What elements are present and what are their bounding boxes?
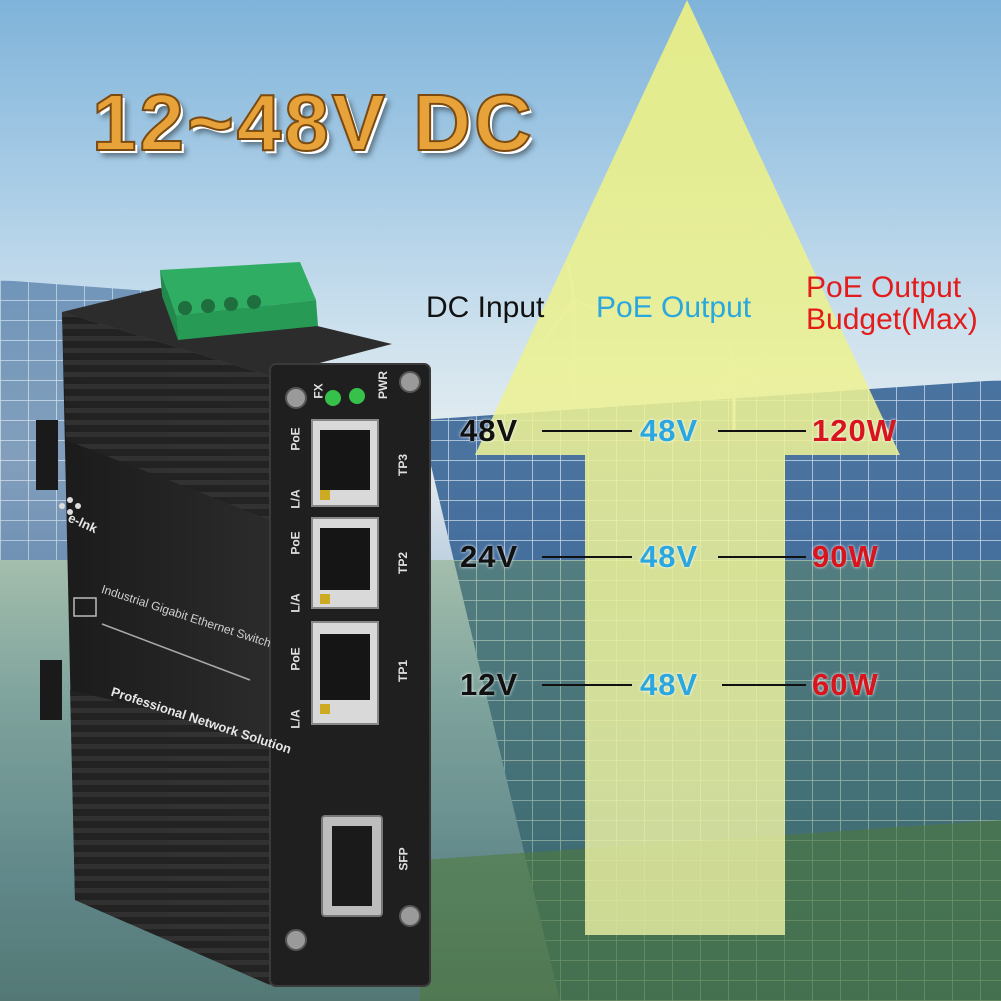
screw-icon xyxy=(285,371,421,951)
up-arrow-icon xyxy=(475,0,900,935)
connector-line xyxy=(542,556,632,558)
dc-input-value: 48V xyxy=(460,413,519,448)
ethernet-switch-device xyxy=(36,262,431,987)
poe-budget-value: 120W xyxy=(812,413,897,448)
port-label-la: L/A xyxy=(288,709,303,729)
poe-budget-header-line1: PoE Output xyxy=(806,271,962,304)
power-terminal-block xyxy=(160,262,318,340)
poe-output-value: 48V xyxy=(640,539,699,574)
voltage-range-headline: 12~48V DC xyxy=(91,77,535,168)
product-label-plate xyxy=(73,597,251,681)
connector-line xyxy=(722,684,806,686)
rj45-port-icon xyxy=(311,419,379,725)
led-label-fx: FX xyxy=(311,383,326,399)
port-label-poe: PoE xyxy=(288,531,303,555)
port-label-poe: PoE xyxy=(288,427,303,451)
dc-input-value: 24V xyxy=(460,539,519,574)
port-name-tp1: TP1 xyxy=(396,659,411,683)
port-label-la: L/A xyxy=(288,593,303,613)
connector-line xyxy=(542,684,632,686)
poe-output-value: 48V xyxy=(640,413,699,448)
status-led-icon xyxy=(325,388,365,406)
poe-budget-header-line2: Budget(Max) xyxy=(806,303,978,336)
connector-line xyxy=(718,430,806,432)
poe-budget-value: 90W xyxy=(812,539,879,574)
port-label-poe: PoE xyxy=(288,647,303,671)
brand-logo-icon xyxy=(59,497,81,515)
poe-output-value: 48V xyxy=(640,667,699,702)
dc-input-value: 12V xyxy=(460,667,519,702)
power-row: 12V 48V 60W xyxy=(460,665,980,705)
power-row: 48V 48V 120W xyxy=(460,411,980,451)
led-label-pwr: PWR xyxy=(376,371,390,399)
poe-budget-value: 60W xyxy=(812,667,879,702)
poe-budget-header: PoE Output Budget(Max) xyxy=(806,272,978,336)
connector-line xyxy=(542,430,632,432)
connector-line xyxy=(718,556,806,558)
power-row: 24V 48V 90W xyxy=(460,537,980,577)
port-name-tp2: TP2 xyxy=(396,551,411,575)
port-label-la: L/A xyxy=(288,489,303,509)
poe-output-header: PoE Output xyxy=(596,291,752,324)
dc-input-header: DC Input xyxy=(426,291,545,324)
sfp-port-icon xyxy=(321,815,383,917)
port-name-tp3: TP3 xyxy=(396,453,411,477)
port-name-sfp: SFP xyxy=(396,847,411,871)
